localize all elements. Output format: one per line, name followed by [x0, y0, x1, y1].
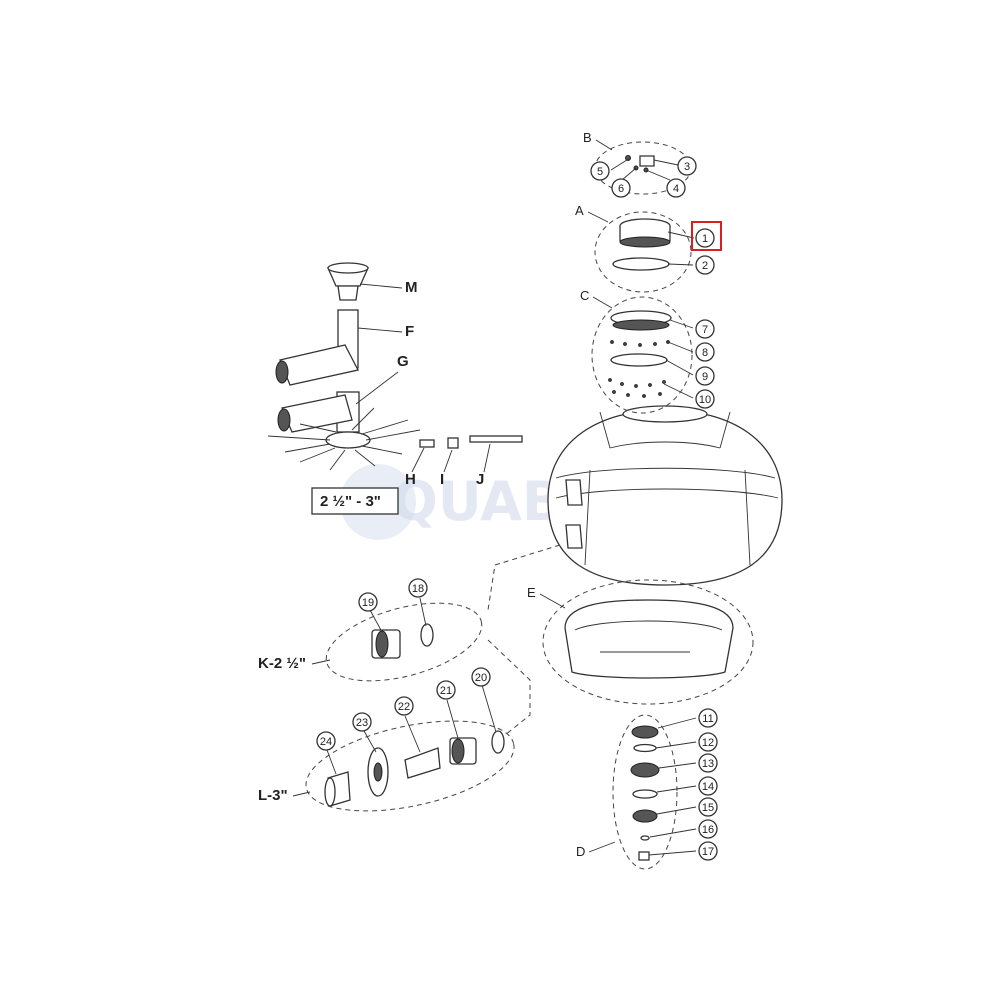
- svg-text:15: 15: [702, 802, 714, 814]
- callout-23: 23: [352, 712, 372, 732]
- svg-text:21: 21: [440, 685, 452, 697]
- callout-9: 9: [695, 366, 715, 386]
- label-d: D: [576, 844, 585, 859]
- callout-12: 12: [698, 732, 718, 752]
- svg-text:18: 18: [412, 583, 424, 595]
- label-i: I: [440, 471, 444, 488]
- filter-tank: [547, 405, 783, 586]
- group-e-base: E: [527, 579, 754, 705]
- callout-20: 20: [471, 667, 491, 687]
- label-h: H: [405, 471, 416, 488]
- group-k: K-2 ½": [258, 602, 483, 682]
- group-c: C: [580, 288, 693, 414]
- callout-7: 7: [695, 319, 715, 339]
- svg-text:13: 13: [702, 758, 714, 770]
- callouts: 1 2 3 4 5 6 7 8 9 10 11 12 13 14 15 16 1…: [316, 156, 722, 861]
- callout-11: 11: [698, 708, 718, 728]
- connector-l: [487, 639, 531, 736]
- callout-14: 14: [698, 776, 718, 796]
- callout-19: 19: [358, 592, 378, 612]
- group-l: L-3": [258, 720, 515, 812]
- svg-text:9: 9: [702, 371, 708, 383]
- svg-text:1: 1: [702, 233, 708, 245]
- callout-1: 1: [695, 228, 715, 248]
- header-assembly: M F G H I J 2 ½" - 3": [267, 262, 523, 515]
- size-label: 2 ½" - 3": [320, 493, 381, 510]
- connector-k: [487, 544, 561, 611]
- svg-text:14: 14: [702, 781, 714, 793]
- svg-text:7: 7: [702, 324, 708, 336]
- callout-21: 21: [436, 680, 456, 700]
- svg-text:11: 11: [702, 713, 713, 725]
- svg-text:23: 23: [356, 717, 368, 729]
- callout-2: 2: [695, 255, 715, 275]
- callout-24: 24: [316, 731, 336, 751]
- svg-text:5: 5: [597, 166, 603, 178]
- svg-text:22: 22: [398, 701, 410, 713]
- label-f: F: [405, 323, 414, 340]
- svg-text:19: 19: [362, 597, 374, 609]
- svg-text:17: 17: [702, 846, 714, 858]
- group-a: A: [575, 203, 692, 293]
- callout-6: 6: [611, 178, 631, 198]
- label-j: J: [476, 471, 484, 488]
- callout-3: 3: [677, 156, 697, 176]
- callout-4: 4: [666, 178, 686, 198]
- label-l: L-3": [258, 787, 288, 804]
- callout-16: 16: [698, 819, 718, 839]
- callout-8: 8: [695, 342, 715, 362]
- callout-13: 13: [698, 753, 718, 773]
- label-k: K-2 ½": [258, 655, 306, 672]
- svg-text:10: 10: [699, 394, 711, 406]
- label-e: E: [527, 585, 536, 600]
- callout-5: 5: [590, 161, 610, 181]
- callout-22: 22: [394, 696, 414, 716]
- callout-18: 18: [408, 578, 428, 598]
- label-m: M: [405, 279, 418, 296]
- label-a: A: [575, 203, 584, 218]
- svg-text:24: 24: [320, 736, 332, 748]
- svg-text:16: 16: [702, 824, 714, 836]
- callout-10: 10: [695, 389, 715, 409]
- callout-15: 15: [698, 797, 718, 817]
- label-g: G: [397, 353, 409, 370]
- label-b: B: [583, 130, 592, 145]
- svg-text:8: 8: [702, 347, 708, 359]
- svg-text:3: 3: [684, 161, 690, 173]
- svg-text:6: 6: [618, 183, 624, 195]
- group-d: D: [576, 714, 678, 870]
- svg-text:2: 2: [702, 260, 708, 272]
- svg-text:20: 20: [475, 672, 487, 684]
- callout-17: 17: [698, 841, 718, 861]
- svg-text:4: 4: [673, 183, 679, 195]
- svg-text:12: 12: [702, 737, 714, 749]
- callout-1-highlight: [691, 221, 722, 251]
- label-c: C: [580, 288, 589, 303]
